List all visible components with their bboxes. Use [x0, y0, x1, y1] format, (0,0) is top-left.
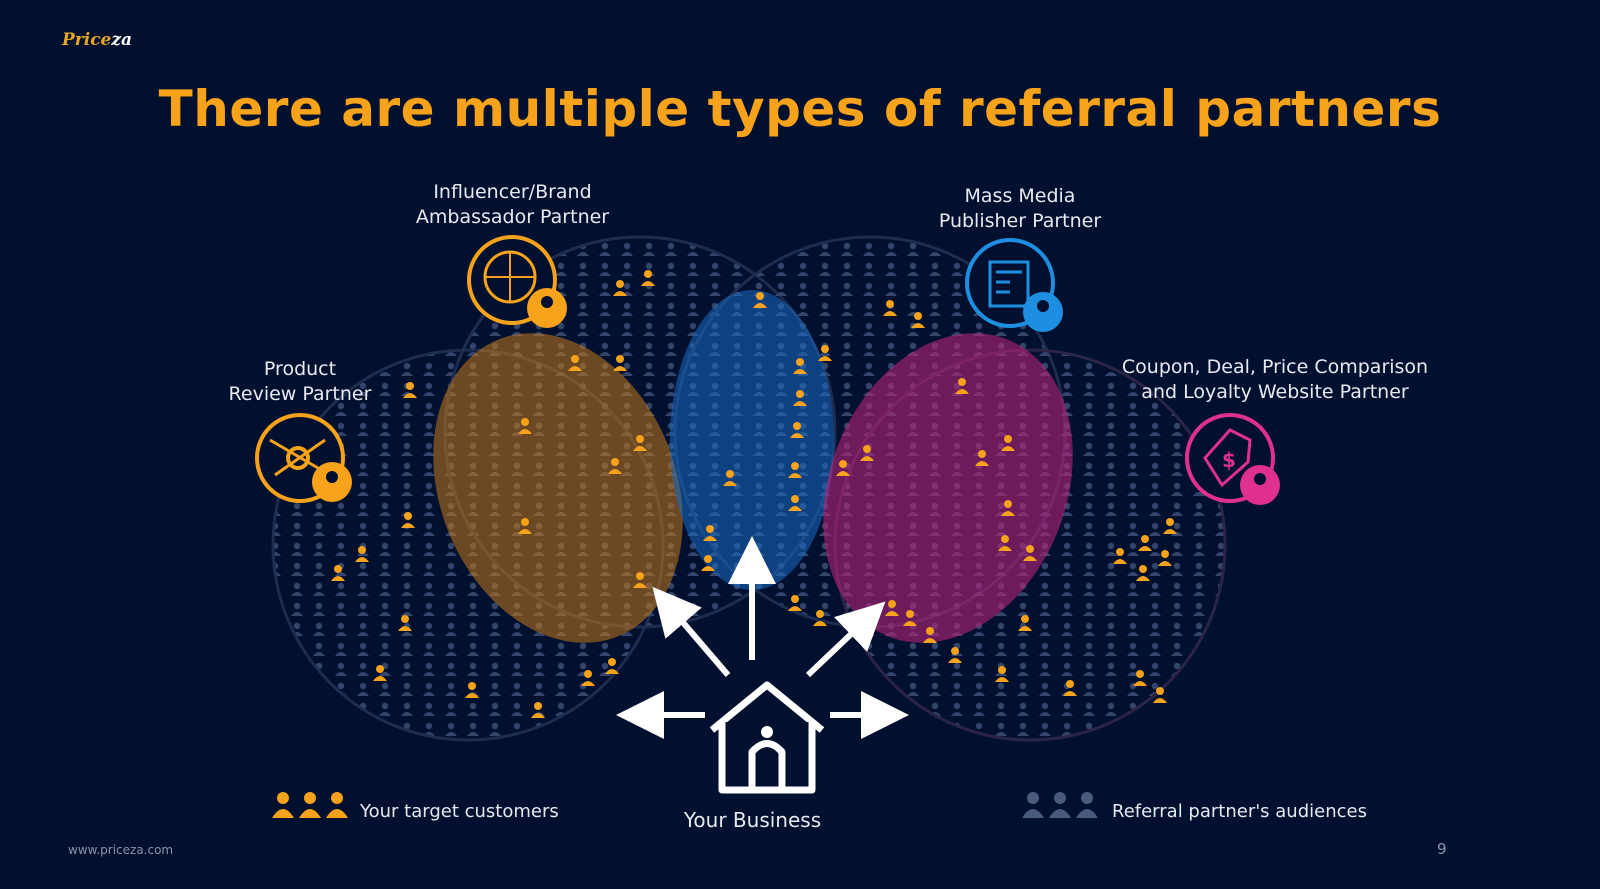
partner-audience-legend-icon: [1022, 792, 1098, 818]
target-customer-marker: [633, 572, 647, 588]
gears-person-icon: [255, 413, 352, 503]
target-customer-marker: [1138, 535, 1152, 551]
target-customer-marker: [923, 627, 937, 643]
target-customer-marker: [1001, 435, 1015, 451]
target-customer-marker: [995, 666, 1009, 682]
arrows: [616, 536, 909, 739]
target-customer-marker: [1158, 550, 1172, 566]
target-customer-marker: [608, 458, 622, 474]
target-customer-marker: [1153, 687, 1167, 703]
legend-partner-audiences: Referral partner's audiences: [1112, 801, 1367, 822]
target-customer-marker: [1133, 670, 1147, 686]
target-customer-marker: [998, 535, 1012, 551]
target-customer-marker: [613, 280, 627, 296]
target-customer-marker: [465, 682, 479, 698]
target-customer-marker: [860, 445, 874, 461]
target-customer-marker: [793, 358, 807, 374]
target-customer-marker: [355, 546, 369, 562]
target-customer-marker: [703, 525, 717, 541]
target-customer-marker: [641, 270, 655, 286]
target-customer-marker: [331, 565, 345, 581]
target-customer-marker: [911, 312, 925, 328]
page-title: There are multiple types of referral par…: [158, 80, 1442, 138]
legend-target-customers: Your target customers: [360, 801, 559, 822]
target-customer-marker: [793, 390, 807, 406]
target-customer-marker: [1063, 680, 1077, 696]
target-customer-marker: [1113, 548, 1127, 564]
target-customer-marker: [1163, 518, 1177, 534]
target-customer-marker: [518, 418, 532, 434]
target-customer-marker: [753, 292, 767, 308]
target-customers-legend-icon: [272, 792, 348, 818]
target-customer-marker: [948, 647, 962, 663]
target-customer-marker: [398, 615, 412, 631]
target-customer-marker: [1001, 500, 1015, 516]
target-customer-marker: [1136, 565, 1150, 581]
target-customer-marker: [788, 462, 802, 478]
target-customer-marker: [605, 658, 619, 674]
target-customer-marker: [903, 610, 917, 626]
target-customer-marker: [1018, 615, 1032, 631]
target-customer-marker: [518, 518, 532, 534]
target-customer-marker: [701, 555, 715, 571]
magenta-overlap: [823, 333, 1073, 643]
target-customer-marker: [723, 470, 737, 486]
target-customer-marker: [818, 345, 832, 361]
price-tag-icon: $: [1185, 413, 1280, 505]
priceza-logo: Priceza: [62, 30, 133, 50]
orange-overlap: [433, 333, 683, 643]
target-customer-marker: [813, 610, 827, 626]
target-customer-marker: [975, 450, 989, 466]
target-customer-marker: [1023, 545, 1037, 561]
target-customer-marker: [531, 702, 545, 718]
page-number: 9: [1437, 840, 1447, 858]
svg-text:$: $: [1222, 448, 1236, 472]
target-customer-marker: [633, 435, 647, 451]
target-customer-marker: [568, 355, 582, 371]
target-customer-marker: [790, 422, 804, 438]
target-customer-marker: [581, 670, 595, 686]
target-customer-marker: [788, 495, 802, 511]
target-customer-marker: [373, 665, 387, 681]
target-customer-marker: [883, 300, 897, 316]
blue-overlap: [670, 290, 834, 590]
target-customer-marker: [836, 460, 850, 476]
footer-url: www.priceza.com: [68, 843, 174, 857]
house-icon: [709, 681, 825, 794]
target-customer-marker: [885, 600, 899, 616]
target-customer-marker: [955, 378, 969, 394]
target-customer-marker: [403, 382, 417, 398]
target-customer-marker: [788, 595, 802, 611]
newspaper-icon: [965, 238, 1063, 332]
target-customer-marker: [613, 355, 627, 371]
your-business-label: Your Business: [683, 808, 822, 832]
target-customer-markers: [331, 270, 1177, 718]
target-customer-marker: [401, 512, 415, 528]
globe-people-icon: [467, 235, 567, 328]
